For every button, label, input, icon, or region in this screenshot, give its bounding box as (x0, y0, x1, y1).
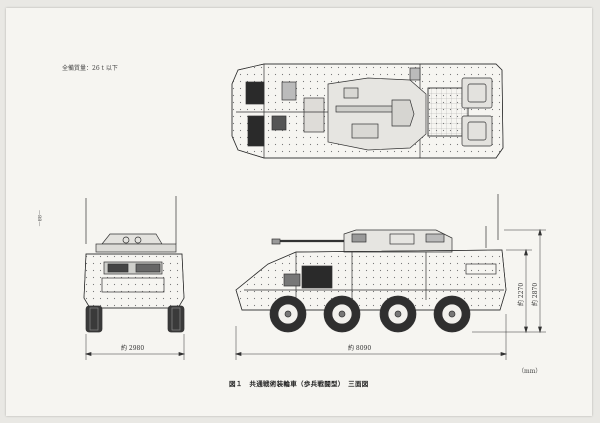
overall-height-dimension: 約 2870 (531, 283, 539, 306)
top-view (231, 63, 504, 159)
length-dimension: 約 8090 (348, 344, 371, 352)
width-dimension: 約 2980 (121, 344, 144, 352)
unit-label: （mm） (518, 368, 542, 375)
front-view (83, 196, 186, 360)
road-wheels (269, 295, 471, 333)
three-view-drawing: 約 2980 (83, 63, 546, 360)
drawing-sheet: 全備質量：26 t 以下 —88— （mm） 図１ 共通戦術装輪車（歩兵戦闘型）… (6, 8, 592, 416)
side-view (234, 194, 546, 360)
header-note: 全備質量：26 t 以下 (62, 65, 118, 72)
front-view-turret (101, 233, 163, 245)
figure-caption: 図１ 共通戦術装輪車（歩兵戦闘型） 三面図 (229, 380, 369, 388)
hull-height-dimension: 約 2270 (517, 283, 525, 306)
